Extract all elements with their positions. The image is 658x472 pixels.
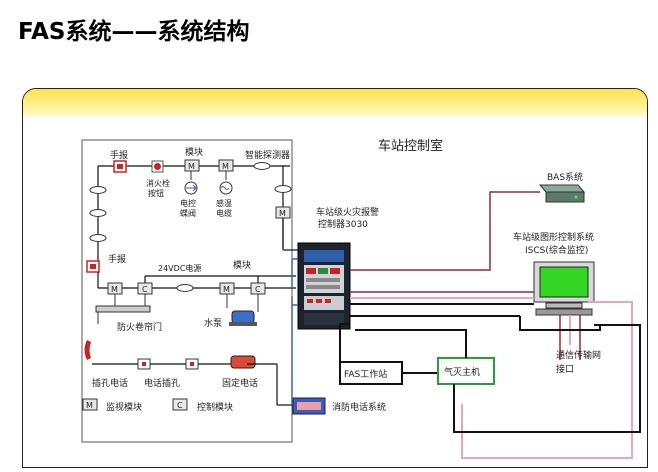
label-phone-jack: 电话插孔: [144, 377, 180, 389]
phone-jack-dot: [190, 362, 194, 366]
detector-icon: [89, 234, 107, 242]
panel-top-display: [304, 250, 344, 262]
m-text-5: M: [223, 285, 230, 294]
legend-control-label: 控制模块: [197, 401, 233, 413]
iscs-keyboard-icon: [535, 308, 593, 316]
label-valve-1: 电控: [180, 198, 196, 208]
detector-icon: [89, 186, 107, 194]
panel-lower: [304, 296, 344, 310]
label-manual-alarm-mid: 手报: [108, 253, 126, 265]
panel-led: [318, 268, 328, 274]
detector-icon: [89, 209, 107, 217]
label-iscs-1: 车站级图形控制系统: [513, 231, 594, 243]
label-panel-2: 控制器3030: [318, 218, 368, 230]
label-hydrant-1: 消火栓: [146, 178, 170, 188]
label-gas-host: 气灭主机: [444, 366, 480, 378]
label-valve-2: 蝶阀: [180, 208, 196, 218]
label-hydrant-2: 按钮: [148, 188, 164, 198]
label-fire-phone-system: 消防电话系统: [332, 401, 386, 413]
m-text-4: M: [111, 285, 118, 294]
monitor-module-top-1: [184, 159, 200, 172]
valve-arrow: [186, 184, 197, 192]
label-iscs-2: ISCS(综合监控): [525, 244, 588, 256]
panel-led: [316, 299, 322, 303]
room-label: 车站控制室: [378, 138, 443, 154]
iscs-monitor-screen: [539, 266, 589, 298]
panel-led: [307, 299, 313, 303]
panel-row: [306, 278, 340, 282]
panel-led: [325, 299, 331, 303]
c-text-1: C: [142, 285, 148, 294]
label-bas: BAS系统: [547, 171, 583, 183]
fixed-phone-icon: [230, 355, 256, 369]
shutter-door-icon: [95, 305, 151, 313]
page-title: FAS系统——系统结构: [18, 19, 250, 45]
label-comm-2: 接口: [556, 363, 574, 375]
wire-pink-loop: [461, 301, 633, 459]
wire-gas-up: [355, 329, 467, 358]
label-24vdc: 24VDC电源: [158, 263, 201, 273]
label-jack-phone: 插孔电话: [92, 377, 128, 389]
label-module-mid: 模块: [233, 259, 251, 271]
m-text-2: M: [222, 162, 229, 171]
field-device-area: [81, 139, 293, 443]
heat-cable-wave: [220, 186, 230, 190]
legend-m: M: [86, 401, 93, 410]
phone-jack-dot: [142, 362, 146, 366]
legend-control-module-icon: [172, 398, 188, 411]
iscs-monitor-stand: [545, 302, 583, 309]
bas-device-top: [538, 184, 586, 193]
m-text-1: M: [188, 162, 195, 171]
wire-black-right: [519, 316, 601, 331]
hydrant-button-dot: [154, 163, 161, 170]
detector-icon: [253, 162, 271, 170]
detector-icon: [274, 185, 292, 193]
panel-led: [306, 268, 316, 274]
bas-led: [574, 195, 578, 199]
manual-alarm-icon-mid-inner: [90, 264, 96, 269]
panel-base: [304, 313, 344, 325]
panel-row: [306, 285, 340, 289]
label-panel-1: 车站级火灾报警: [316, 206, 379, 218]
bas-device-icon: [545, 191, 585, 203]
manual-alarm-icon-inner: [117, 164, 123, 169]
water-pump-icon: [231, 310, 255, 324]
c-text-2: C: [255, 285, 261, 294]
legend-monitor-label: 监视模块: [106, 401, 142, 413]
panel-led: [330, 268, 340, 274]
wire-black-bottom-loop: [453, 324, 641, 433]
m-text-3: M: [279, 209, 286, 218]
label-shutter-door: 防火卷帘门: [117, 321, 162, 333]
frame-header-band: [23, 89, 647, 119]
wire-to-fas-ws: [339, 323, 350, 362]
label-smart-detector: 智能探测器: [245, 149, 290, 161]
label-manual-alarm-top: 手报: [110, 149, 128, 161]
fire-phone-system-keys: [297, 402, 321, 410]
label-water-pump: 水泵: [204, 317, 222, 329]
label-cable-1: 感温: [216, 198, 232, 208]
label-module-top: 模块: [185, 146, 203, 158]
label-fas-workstation: FAS工作站: [344, 368, 387, 380]
legend-c: C: [177, 401, 183, 410]
heat-cable-icon: [219, 181, 233, 195]
legend-monitor-module-icon: [82, 398, 98, 411]
label-cable-2: 电缆: [216, 208, 232, 218]
wire-red-to-bas: [350, 191, 540, 271]
detector-icon: [176, 284, 194, 292]
label-comm-1: 通信传输网: [556, 349, 601, 361]
water-pump-base: [229, 322, 257, 326]
jack-phone-icon: [84, 340, 91, 360]
label-fixed-phone: 固定电话: [222, 377, 258, 389]
